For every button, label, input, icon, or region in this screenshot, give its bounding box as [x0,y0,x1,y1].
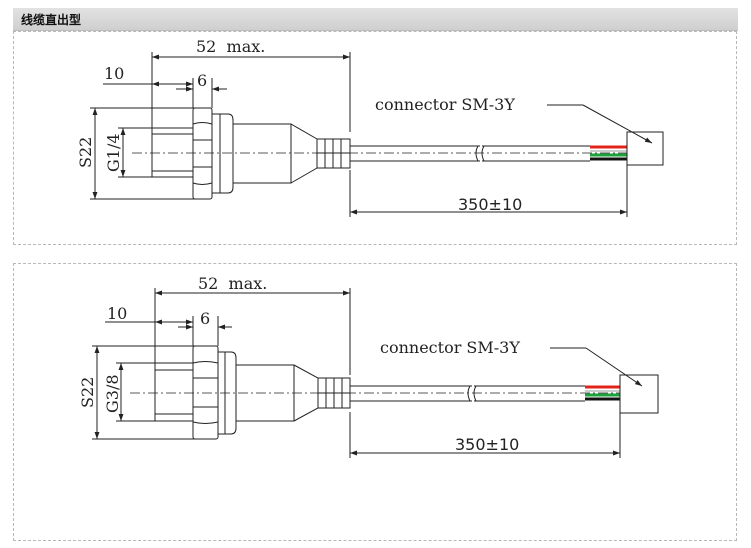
connector-label: connector SM-3Y [380,338,520,357]
cable-length-label: 350±10 [458,195,522,214]
sensor-drawing-2 [92,288,659,458]
hex-size-label: S22 [76,137,95,168]
cable-length-label: 350±10 [455,435,519,454]
connector-block [619,374,659,414]
hex-body [192,107,213,200]
strain-relief [290,123,318,184]
housing [232,123,292,184]
thread-label: G1/4 [104,133,123,172]
overall-length-label: 52 max. [196,37,265,56]
connector-block [626,131,664,166]
section-title: 线缆直出型 [21,13,82,27]
section-header: 线缆直出型 [13,8,738,31]
hex-body [192,345,219,440]
connector-leader [582,104,653,144]
overall-length-label: 52 max. [198,274,267,293]
hex-depth-label: 10 [107,304,127,323]
sensor-drawing-1 [90,52,664,217]
drawing-panel-1 [13,31,737,245]
thread-depth-label: 6 [200,309,210,328]
thread-nipple [154,362,194,422]
connector-label: connector SM-3Y [375,95,515,114]
hex-size-label: S22 [78,377,97,408]
thread-depth-label: 6 [197,71,207,90]
thread-label: G3/8 [103,374,122,413]
hex-depth-label: 10 [104,64,124,83]
drawing-panel-2 [13,263,737,541]
thread-nipple [151,127,194,178]
collar [212,113,234,194]
connector-leader [585,347,643,387]
